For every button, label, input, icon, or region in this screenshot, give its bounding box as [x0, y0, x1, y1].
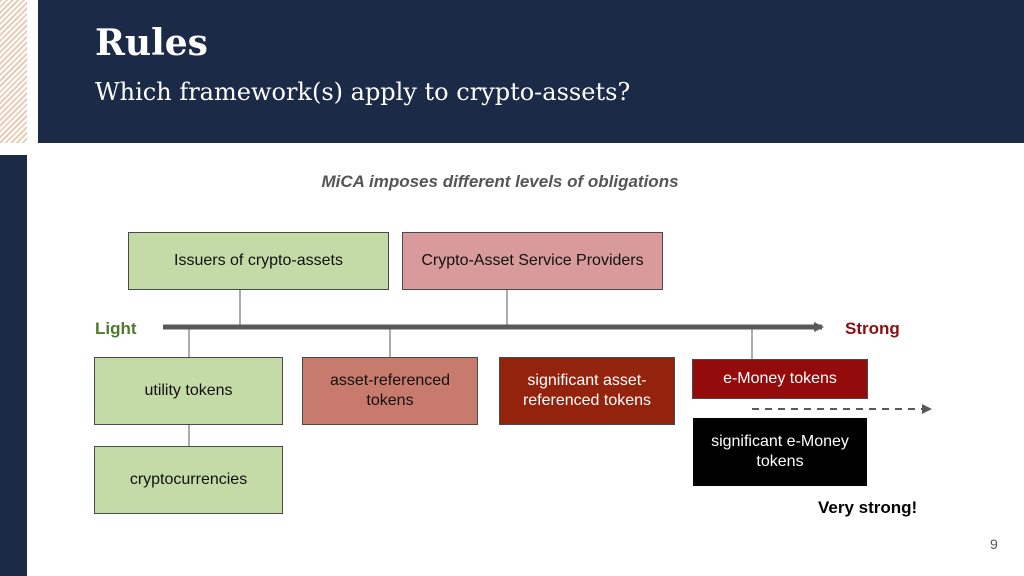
decorative-hatch — [0, 0, 27, 143]
casp-node: Crypto-Asset Service Providers — [402, 232, 663, 290]
page-title: Rules — [95, 22, 208, 64]
significant-emoney-node: significant e-Money tokens — [693, 418, 867, 486]
emoney-tokens-node: e-Money tokens — [692, 359, 868, 399]
diagram-title: MiCA imposes different levels of obligat… — [321, 172, 679, 191]
header-banner — [38, 0, 1024, 143]
utility-tokens-node: utility tokens — [94, 357, 283, 425]
very-strong-label: Very strong! — [818, 498, 918, 517]
scale-light-label: Light — [95, 319, 137, 338]
asset-referenced-node: asset-referenced tokens — [302, 357, 478, 425]
significant-asset-referenced-node: significant asset-referenced tokens — [499, 357, 675, 425]
issuers-node: Issuers of crypto-assets — [128, 232, 389, 290]
page-number: 9 — [990, 536, 998, 552]
cryptocurrencies-node: cryptocurrencies — [94, 446, 283, 514]
scale-strong-label: Strong — [845, 319, 900, 338]
page-subtitle: Which framework(s) apply to crypto-asset… — [95, 78, 631, 106]
side-accent-bar — [0, 155, 27, 576]
